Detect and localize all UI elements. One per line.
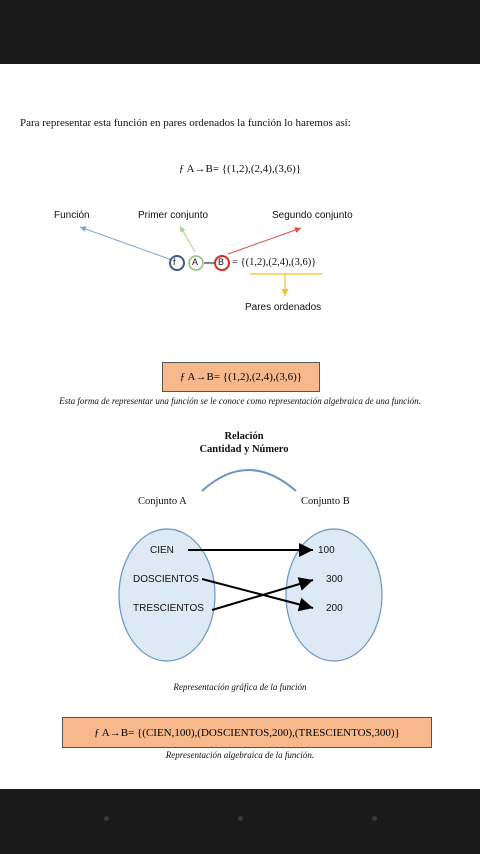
map-arrow-trescientos <box>211 577 314 611</box>
navigation-bar <box>0 789 480 854</box>
diagram-graphics <box>79 225 383 662</box>
set-b-item: 300 <box>326 574 343 585</box>
map-arrow-doscientos <box>201 578 314 612</box>
set-a-label: Conjunto A <box>138 496 187 507</box>
circle-a <box>188 255 204 271</box>
set-b-label: Conjunto B <box>301 496 350 507</box>
circle-a-label: A <box>192 257 199 267</box>
ellipse-set-a <box>118 528 216 662</box>
ellipse-set-b <box>285 528 383 662</box>
relation-arc <box>201 469 297 492</box>
set-a-item: CIEN <box>150 545 174 556</box>
relation-subtitle: Cantidad y Número <box>199 444 289 455</box>
set-a-item: DOSCIENTOS <box>133 574 199 585</box>
boxed-equation: ƒ A→B= {(1,2),(2,4),(3,6)} <box>162 362 320 392</box>
nav-home-icon[interactable] <box>238 816 243 821</box>
arrow-to-funcion <box>79 226 173 261</box>
set-b-item: 100 <box>318 545 335 556</box>
nav-recents-icon[interactable] <box>104 816 109 821</box>
pairs-text: = {(1,2),(2,4),(3,6)} <box>232 257 317 268</box>
document-page: Para representar esta función en pares o… <box>0 64 480 789</box>
circle-b <box>214 255 230 271</box>
arrow-to-primer <box>179 225 196 253</box>
relation-title: Relación <box>224 431 264 442</box>
status-bar <box>0 0 480 64</box>
circle-b-label: B <box>218 257 225 267</box>
circle-f-label: f <box>173 257 176 267</box>
set-b-item: 200 <box>326 603 343 614</box>
boxed-equation-text: ƒ A→B= {(1,2),(2,4),(3,6)} <box>179 371 303 383</box>
caption-graphic: Representación gráfica de la función <box>173 682 307 692</box>
label-segundo-conjunto: Segundo conjunto <box>272 210 353 221</box>
intro-text: Para representar esta función en pares o… <box>20 117 351 129</box>
boxed-equation-2: ƒ A→B= {(CIEN,100),(DOSCIENTOS,200),(TRE… <box>62 717 432 748</box>
label-primer-conjunto: Primer conjunto <box>138 210 209 221</box>
note-algebraic: Esta forma de representar una función se… <box>59 396 421 406</box>
label-pares-ordenados: Pares ordenados <box>245 302 322 313</box>
boxed-equation-2-text: ƒ A→B= {(CIEN,100),(DOSCIENTOS,200),(TRE… <box>94 726 400 739</box>
arrow-to-segundo <box>227 227 302 255</box>
main-equation: ƒ A→B= {(1,2),(2,4),(3,6)} <box>178 163 302 175</box>
circle-f <box>169 255 185 271</box>
label-funcion: Función <box>54 210 90 221</box>
nav-back-icon[interactable] <box>372 816 377 821</box>
set-a-item: TRESCIENTOS <box>133 603 204 614</box>
caption-algebraic: Representación algebraica de la función. <box>165 750 315 760</box>
